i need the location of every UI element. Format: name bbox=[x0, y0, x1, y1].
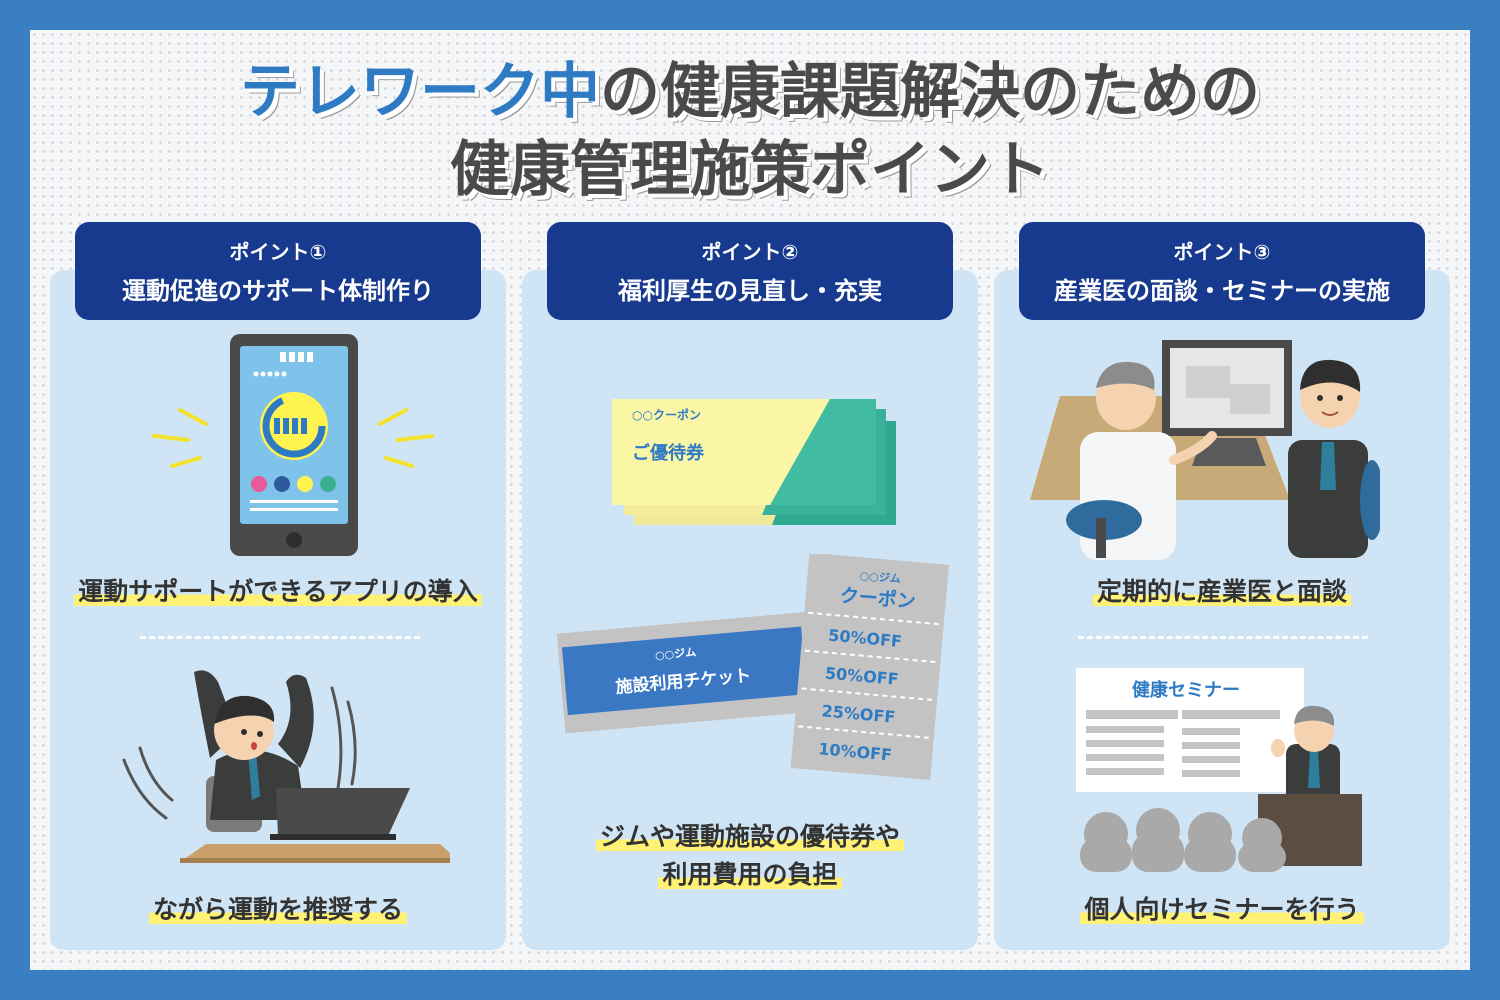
smartphone-app-illustration bbox=[152, 334, 434, 556]
point-1-caption-2: ながら運動を推奨する bbox=[50, 890, 506, 926]
doctor-interview-illustration bbox=[1030, 340, 1380, 560]
point-2-label: ポイント② bbox=[701, 240, 799, 264]
seminar-board-title: 健康セミナー bbox=[1132, 679, 1240, 701]
point-3-heading: 産業医の面談・セミナーの実施 bbox=[1054, 277, 1390, 305]
main-title-line1: テレワーク中の健康課題解決のための bbox=[0, 62, 1500, 122]
gym-ticket-illustration: ○○ジム 施設利用チケット ○○ジム クーポン 50%OFF 50%OFF 25… bbox=[556, 554, 949, 781]
point-3-caption-2: 個人向けセミナーを行う bbox=[994, 890, 1450, 926]
point-1-label: ポイント① bbox=[229, 240, 327, 264]
coupon-ticket-illustration: ○○クーポン ご優待券 bbox=[612, 399, 896, 525]
point-1-caption-1: 運動サポートができるアプリの導入 bbox=[50, 572, 506, 608]
main-title-line2: 健康管理施策ポイント bbox=[450, 135, 1050, 205]
ticket-small-label: ○○ジム bbox=[654, 646, 696, 663]
coupon-main-label: ご優待券 bbox=[632, 442, 705, 464]
point-2-header: ポイント② 福利厚生の見直し・充実 bbox=[547, 222, 953, 320]
title-highlight: テレワーク中 bbox=[240, 57, 600, 127]
stretching-worker-illustration bbox=[122, 670, 450, 863]
point-2-heading: 福利厚生の見直し・充実 bbox=[618, 277, 882, 305]
point-1-header: ポイント① 運動促進のサポート体制作り bbox=[75, 222, 481, 320]
ticket-side-small: ○○ジム bbox=[859, 569, 901, 586]
point-1-heading: 運動促進のサポート体制作り bbox=[122, 277, 434, 305]
title-rest: の健康課題解決のための bbox=[600, 57, 1260, 127]
point-3-divider bbox=[1078, 636, 1368, 639]
point-2-caption: ジムや運動施設の優待券や 利用費用の負担 bbox=[522, 818, 978, 894]
seminar-illustration: 健康セミナー bbox=[1076, 668, 1362, 872]
point-3-caption-1: 定期的に産業医と面談 bbox=[994, 572, 1450, 608]
point-3-header: ポイント③ 産業医の面談・セミナーの実施 bbox=[1019, 222, 1425, 320]
coupon-small-label: ○○クーポン bbox=[632, 407, 701, 422]
point-3-label: ポイント③ bbox=[1173, 240, 1271, 264]
point-1-divider bbox=[140, 636, 420, 639]
